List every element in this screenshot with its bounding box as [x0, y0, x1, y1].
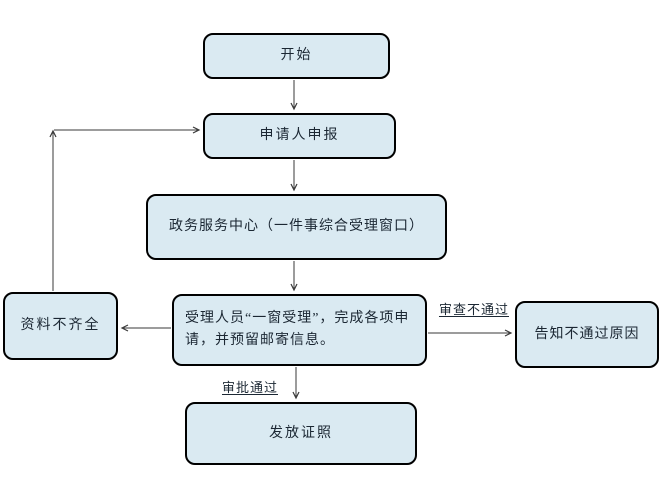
node-service-center-label: 政务服务中心（一件事综合受理窗口） [169, 219, 424, 235]
node-issue-label: 发放证照 [269, 425, 333, 441]
edge-label-review-fail: 审查不通过 [438, 302, 509, 317]
node-accept-label: 受理人员“一窗受理”，完成各项申请，并预留邮寄信息。 [185, 311, 410, 348]
node-incomplete: 资料不齐全 [3, 292, 118, 360]
node-issue: 发放证照 [185, 402, 417, 465]
edge-label-approve-pass: 审批通过 [221, 380, 278, 395]
node-notify-fail: 告知不通过原因 [515, 301, 659, 368]
node-accept: 受理人员“一窗受理”，完成各项申请，并预留邮寄信息。 [172, 294, 427, 366]
node-start-label: 开始 [280, 48, 313, 64]
node-start: 开始 [203, 33, 390, 79]
node-apply-label: 申请人申报 [259, 128, 340, 144]
node-service-center: 政务服务中心（一件事综合受理窗口） [146, 194, 447, 260]
node-incomplete-label: 资料不齐全 [20, 318, 101, 334]
node-apply: 申请人申报 [203, 113, 396, 159]
node-notify-fail-label: 告知不通过原因 [534, 326, 640, 342]
